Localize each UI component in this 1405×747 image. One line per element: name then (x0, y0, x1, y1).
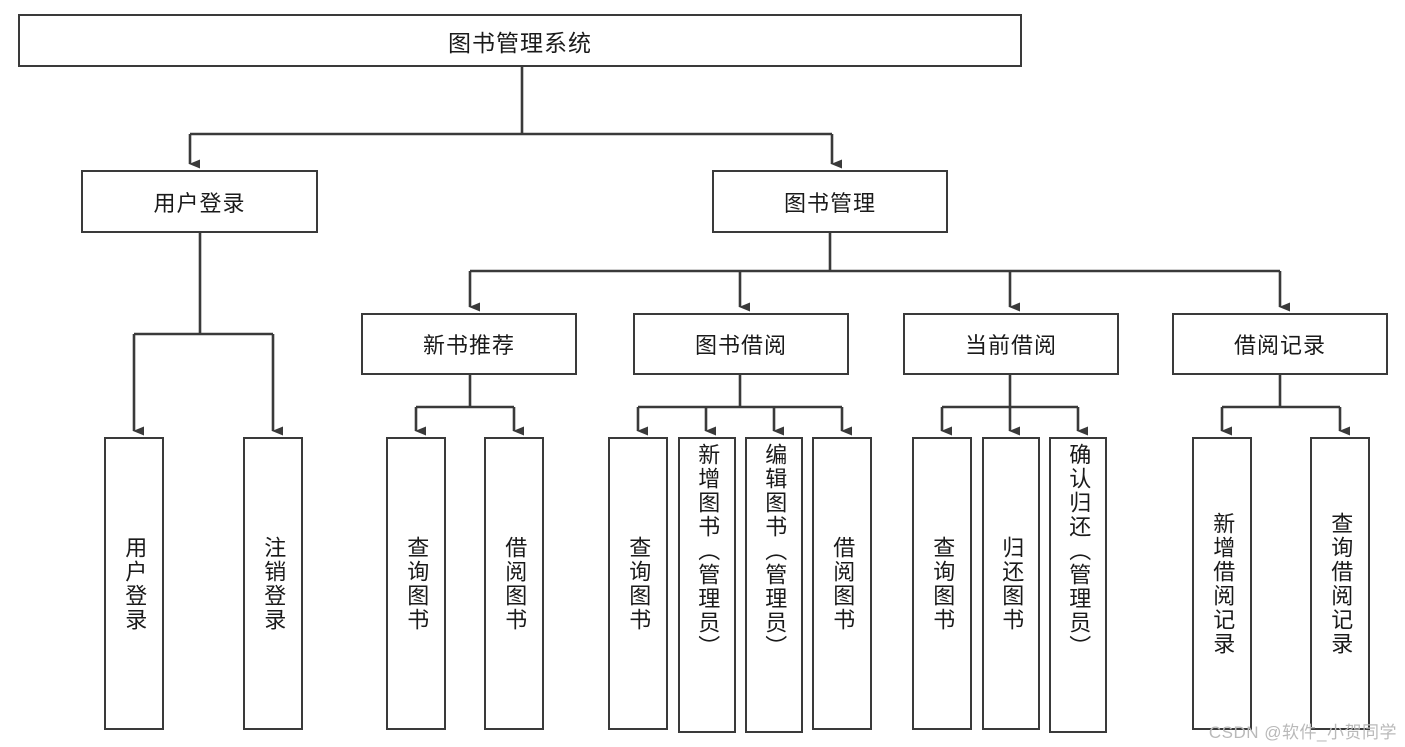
node-current-borrow[interactable]: 当前借阅 (903, 313, 1119, 375)
leaf-confirm-return[interactable]: 确认归还（管理员） (1049, 437, 1107, 733)
leaf-query-book-current[interactable]: 查询图书 (912, 437, 972, 730)
leaf-query-book-new-label: 查询图书 (404, 535, 430, 632)
leaf-add-borrow-record-label: 新增借阅记录 (1210, 511, 1236, 656)
leaf-user-login[interactable]: 用户登录 (104, 437, 164, 730)
node-new-book-recommend[interactable]: 新书推荐 (361, 313, 577, 375)
node-current-borrow-label: 当前借阅 (964, 333, 1057, 358)
node-new-book-recommend-label: 新书推荐 (422, 333, 515, 358)
leaf-add-borrow-record[interactable]: 新增借阅记录 (1192, 437, 1252, 730)
leaf-logout-label: 注销登录 (261, 535, 287, 632)
leaf-edit-book[interactable]: 编辑图书（管理员） (745, 437, 803, 733)
leaf-borrow-book-borrow[interactable]: 借阅图书 (812, 437, 872, 730)
watermark-text: CSDN @软件_小贺同学 (1208, 723, 1397, 742)
leaf-query-borrow-record-label: 查询借阅记录 (1328, 511, 1354, 656)
leaf-user-login-label: 用户登录 (122, 535, 148, 632)
leaf-logout[interactable]: 注销登录 (243, 437, 303, 730)
node-borrow-record[interactable]: 借阅记录 (1172, 313, 1388, 375)
node-root-system[interactable]: 图书管理系统 (18, 14, 1022, 67)
leaf-borrow-book-new[interactable]: 借阅图书 (484, 437, 544, 730)
node-book-borrow-label: 图书借阅 (694, 333, 787, 358)
leaf-add-book[interactable]: 新增图书（管理员） (678, 437, 736, 733)
leaf-query-book-borrow-label: 查询图书 (626, 535, 652, 632)
node-book-borrow[interactable]: 图书借阅 (633, 313, 849, 375)
node-user-login-label: 用户登录 (153, 190, 246, 216)
leaf-borrow-book-borrow-label: 借阅图书 (830, 535, 856, 632)
leaf-query-book-new[interactable]: 查询图书 (386, 437, 446, 730)
leaf-confirm-return-label: 确认归还（管理员） (1066, 443, 1092, 659)
leaf-query-borrow-record[interactable]: 查询借阅记录 (1310, 437, 1370, 730)
node-book-management[interactable]: 图书管理 (712, 170, 948, 233)
leaf-return-book[interactable]: 归还图书 (982, 437, 1040, 730)
leaf-add-book-label: 新增图书（管理员） (695, 443, 721, 659)
leaf-borrow-book-new-label: 借阅图书 (502, 535, 528, 632)
node-user-login[interactable]: 用户登录 (81, 170, 318, 233)
leaf-query-book-borrow[interactable]: 查询图书 (608, 437, 668, 730)
node-book-management-label: 图书管理 (783, 190, 876, 216)
node-root-label: 图书管理系统 (448, 29, 592, 56)
leaf-return-book-label: 归还图书 (999, 535, 1025, 632)
node-borrow-record-label: 借阅记录 (1233, 333, 1326, 358)
leaf-edit-book-label: 编辑图书（管理员） (762, 443, 788, 659)
leaf-query-book-current-label: 查询图书 (930, 535, 956, 632)
